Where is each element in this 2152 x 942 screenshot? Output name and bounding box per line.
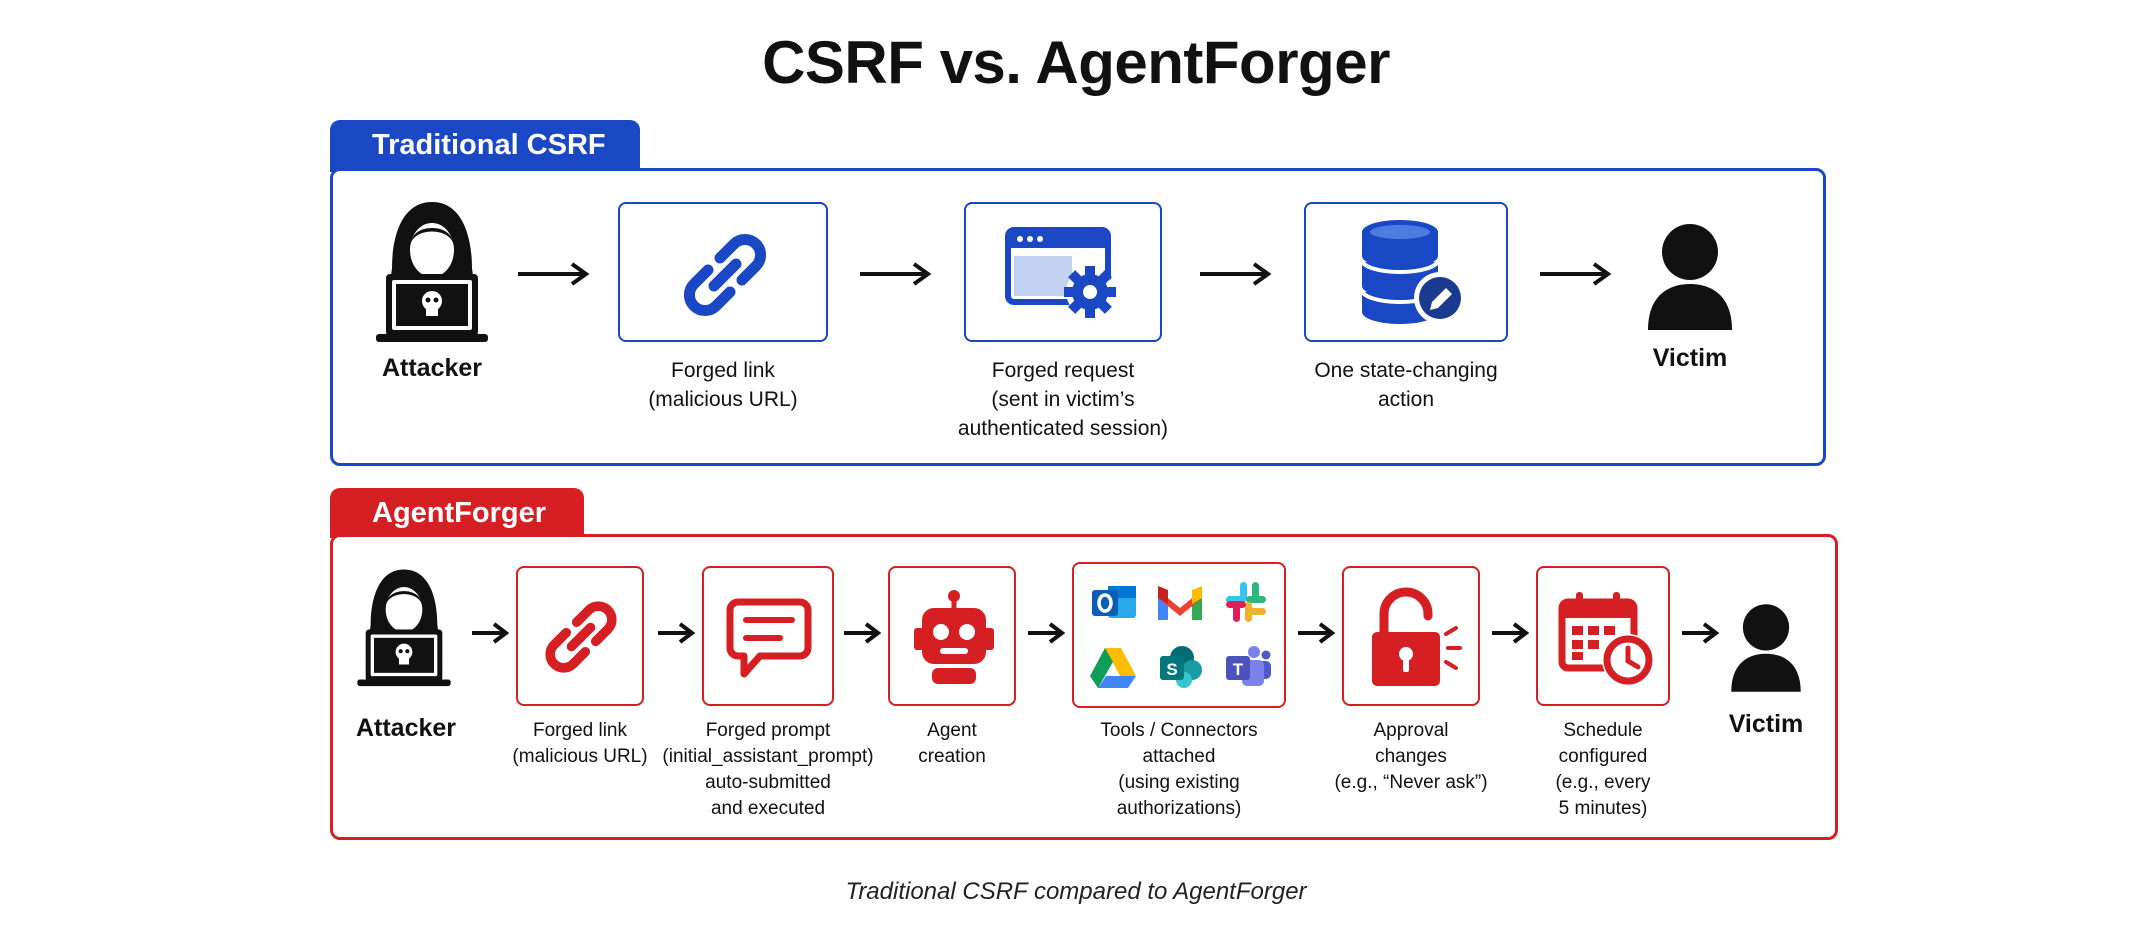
page-title: CSRF vs. AgentForger — [762, 29, 1390, 96]
arrow-icon — [1198, 262, 1272, 291]
arrow-icon — [516, 262, 590, 291]
svg-text:T: T — [1233, 660, 1244, 679]
tools-connectors-label: Tools / Connectors attached (using exist… — [1100, 720, 1258, 819]
victim-icon — [1644, 222, 1736, 332]
robot-icon — [914, 590, 994, 684]
victim-label: Victim — [1728, 710, 1804, 738]
forged-request-label: Forged request (sent in victim’s authent… — [957, 359, 1169, 440]
forged-request-box — [964, 202, 1162, 342]
database-edit-icon — [1360, 220, 1466, 324]
forged-prompt-label: Forged prompt (initial_assistant_prompt)… — [662, 720, 874, 819]
chat-bubble-icon — [726, 598, 812, 678]
arrow-icon — [858, 262, 932, 291]
state-change-box — [1304, 202, 1508, 342]
hacker-icon — [372, 198, 492, 344]
slack-icon — [1226, 582, 1266, 622]
approval-label: Approval changes (e.g., “Never ask”) — [1334, 720, 1488, 793]
victim-icon — [1728, 602, 1804, 694]
arrow-icon — [470, 622, 510, 649]
attacker-label: Attacker — [381, 354, 483, 382]
arrow-icon — [842, 622, 882, 649]
state-change-label: One state-changing action — [1314, 359, 1498, 411]
tools-connectors-box: S T — [1072, 562, 1286, 708]
agent-creation-label: Agent creation — [918, 720, 986, 767]
agentforger-tab: AgentForger — [330, 488, 584, 538]
forged-link-box — [618, 202, 828, 342]
forged-link-box — [516, 566, 644, 706]
victim-label: Victim — [1652, 344, 1728, 372]
unlock-icon — [1372, 587, 1462, 686]
calendar-clock-icon — [1558, 592, 1654, 686]
traditional-csrf-tab: Traditional CSRF — [330, 120, 640, 172]
arrow-icon — [1026, 622, 1066, 649]
hacker-icon — [354, 566, 454, 688]
attacker-label: Attacker — [355, 714, 457, 742]
outlook-icon — [1092, 586, 1136, 618]
arrow-icon — [1490, 622, 1530, 649]
arrow-icon — [656, 622, 696, 649]
figure-caption: Traditional CSRF compared to AgentForger — [845, 878, 1307, 905]
svg-text:S: S — [1166, 660, 1177, 679]
arrow-icon — [1538, 262, 1612, 291]
arrow-icon — [1680, 622, 1720, 649]
schedule-box — [1536, 566, 1670, 706]
approval-box — [1342, 566, 1480, 706]
forged-prompt-box — [702, 566, 834, 706]
link-icon — [545, 601, 617, 673]
agent-creation-box — [888, 566, 1016, 706]
forged-link-label: Forged link (malicious URL) — [512, 720, 648, 767]
browser-gear-icon — [1005, 227, 1116, 318]
sharepoint-icon: S — [1160, 646, 1202, 688]
arrow-icon — [1296, 622, 1336, 649]
link-icon — [683, 233, 767, 317]
teams-icon: T — [1226, 646, 1271, 686]
forged-link-label: Forged link (malicious URL) — [648, 359, 798, 411]
google-drive-icon — [1090, 648, 1136, 688]
schedule-label: Schedule configured (e.g., every 5 minut… — [1555, 720, 1651, 819]
gmail-icon — [1158, 586, 1202, 620]
